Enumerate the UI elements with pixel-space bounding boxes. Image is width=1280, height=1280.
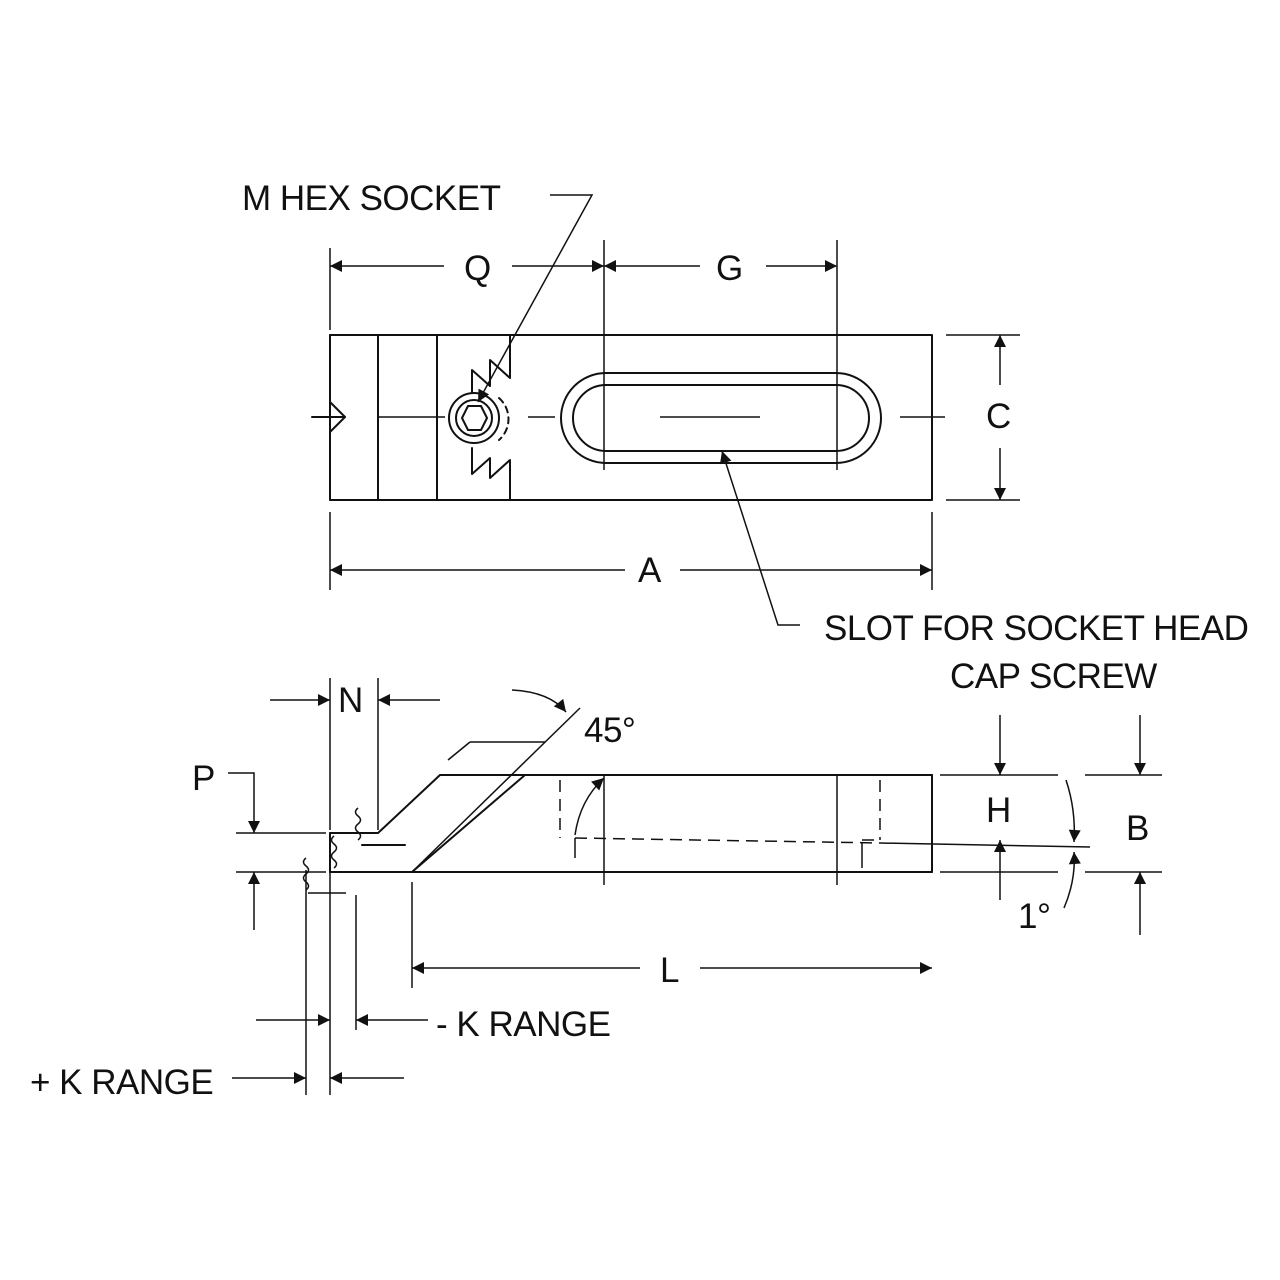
dim-b-label: B	[1126, 809, 1149, 848]
plus-k-range-label: + K RANGE	[30, 1063, 213, 1102]
dim-a-label: A	[638, 551, 662, 590]
slot-label-line1: SLOT FOR SOCKET HEAD	[824, 609, 1248, 648]
angle-45-arc	[511, 689, 567, 713]
hex-socket-screw	[448, 392, 510, 444]
m-hex-socket-label: M HEX SOCKET	[242, 179, 501, 218]
dim-p-label: P	[192, 759, 215, 798]
dim-h-label: H	[986, 791, 1011, 830]
break-mark-2	[330, 835, 338, 869]
angle-1-label: 1°	[1018, 897, 1050, 936]
slot-hidden-bottom	[574, 837, 881, 844]
slot-label-line2: CAP SCREW	[950, 657, 1157, 696]
one-degree-slope-line	[879, 842, 1091, 848]
dim-c-label: C	[986, 397, 1011, 436]
slot-inner	[572, 384, 870, 452]
hex-socket-icon	[461, 405, 488, 431]
top-view: Q G C A M HEX SOCKET SLOT FOR SOCKET HEA…	[242, 179, 1249, 696]
side-view: 45° N P H	[30, 678, 1162, 1102]
m-hex-socket-leader	[477, 194, 594, 403]
top-view-break-line-lower	[471, 447, 511, 501]
angle-45-label: 45°	[584, 711, 635, 750]
dim-p-arrow-down	[228, 772, 260, 833]
side-view-nose-lower-chamfer	[411, 774, 526, 873]
angle-1-arc-upper	[1065, 779, 1081, 843]
slot-leader	[719, 450, 800, 626]
side-view-nose-chamfer	[329, 774, 441, 834]
break-mark-1	[354, 807, 362, 841]
top-view-break-line-upper	[471, 334, 511, 393]
dim-q-label: Q	[464, 249, 491, 288]
minus-k-range-label: - K RANGE	[436, 1005, 610, 1044]
dim-g-label: G	[716, 249, 743, 288]
slot-outer	[560, 372, 882, 464]
angle-1-arc-lower	[1063, 851, 1081, 909]
dim-l-label: L	[660, 951, 679, 990]
angle-45-reference-line	[411, 707, 581, 873]
dim-n-label: N	[338, 681, 363, 720]
